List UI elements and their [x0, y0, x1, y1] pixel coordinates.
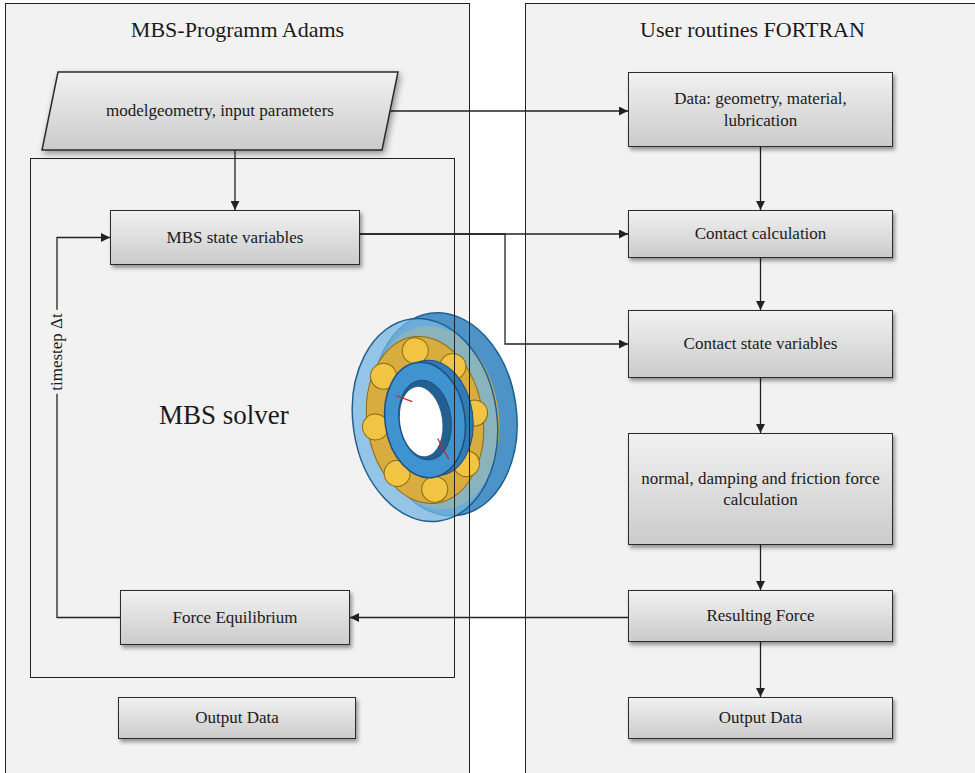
process-box: Contact state variables	[628, 310, 893, 378]
box-label: MBS state variables	[167, 227, 304, 248]
box-label: normal, damping and friction force calcu…	[641, 468, 880, 511]
process-box: Data: geometry, material, lubrication	[628, 72, 893, 147]
bearing-illustration	[339, 303, 530, 531]
process-box: MBS state variables	[110, 210, 360, 265]
flow-arrow	[760, 258, 761, 310]
flow-arrow	[760, 147, 761, 210]
process-box: Output Data	[118, 697, 356, 739]
box-label: Resulting Force	[706, 605, 814, 626]
flow-arrow	[390, 110, 628, 111]
box-label: modelgeometry, input parameters	[106, 100, 334, 121]
flow-arrow	[760, 545, 761, 590]
edge-label: timestep Δt	[47, 310, 67, 394]
input-parallelogram: modelgeometry, input parameters	[42, 72, 398, 150]
process-box: Contact calculation	[628, 210, 893, 258]
flow-arrow	[760, 378, 761, 433]
box-label: Output Data	[195, 707, 279, 728]
box-label: Data: geometry, material, lubrication	[641, 88, 880, 131]
flow-arrow	[234, 150, 235, 210]
flow-arrow	[360, 234, 628, 344]
frame-title: MBS solver	[159, 399, 289, 433]
flow-arrow	[350, 617, 628, 618]
box-label: Contact state variables	[684, 333, 838, 354]
flow-arrow	[57, 238, 120, 618]
process-box: Force Equilibrium	[120, 590, 350, 645]
box-label: Contact calculation	[695, 223, 827, 244]
program-panel: MBS-Programm Adams modelgeometry, input p…	[5, 3, 470, 773]
box-label: Force Equilibrium	[172, 607, 297, 628]
panel-heading: User routines FORTRAN	[526, 16, 975, 44]
process-box: normal, damping and friction force calcu…	[628, 433, 893, 545]
flow-arrow	[760, 642, 761, 697]
program-panel: User routines FORTRAN Data: geometry, mat…	[525, 3, 975, 773]
process-box: Output Data	[628, 697, 893, 739]
panel-ground	[525, 3, 975, 773]
panel-heading: MBS-Programm Adams	[6, 16, 469, 44]
box-label: Output Data	[719, 707, 803, 728]
process-box: Resulting Force	[628, 590, 893, 642]
solver-frame: MBS solver MBS state variablesForce Equil…	[30, 158, 455, 678]
